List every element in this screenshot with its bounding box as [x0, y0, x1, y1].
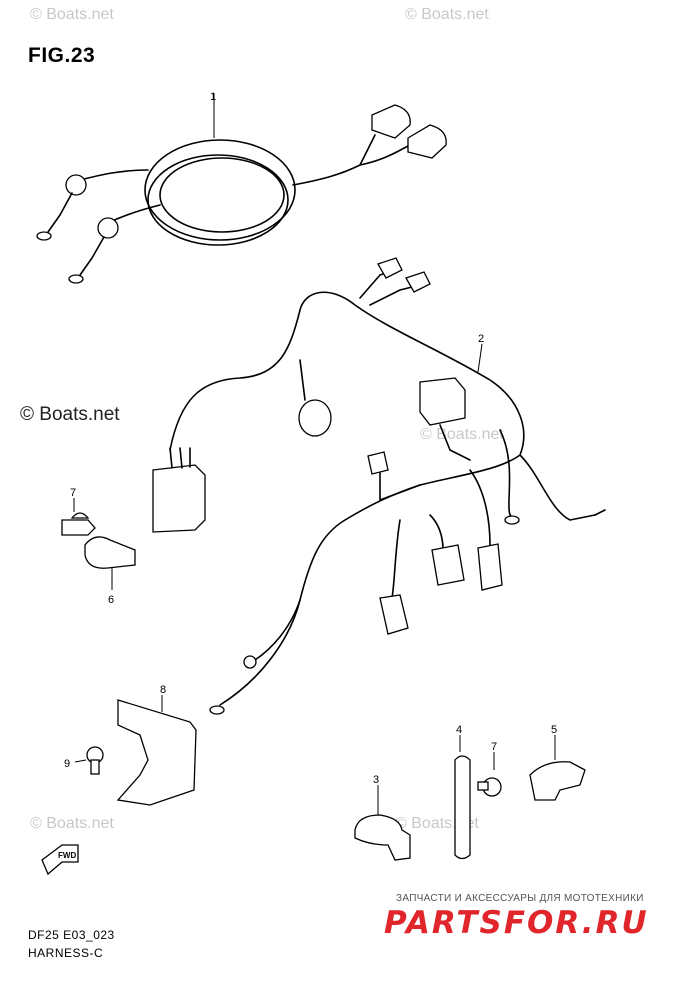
bracket-8-screw-9: [74, 695, 197, 806]
harness-1: [36, 93, 447, 284]
callout-2: 2: [478, 333, 484, 345]
clip-3: [354, 785, 411, 861]
callout-7b: 7: [491, 741, 497, 753]
watermark-center: © Boats.net: [20, 404, 120, 425]
watermark: © Boats.net: [30, 815, 114, 832]
clip-5: [529, 735, 586, 801]
callout-1: 1: [210, 91, 216, 103]
watermark: © Boats.net: [420, 426, 504, 443]
watermark: © Boats.net: [405, 6, 489, 23]
diagram-code: DF25 E03_023: [28, 928, 115, 942]
callout-4: 4: [456, 724, 462, 736]
callout-8: 8: [160, 684, 166, 696]
callout-3: 3: [373, 774, 379, 786]
store-tagline: ЗАПЧАСТИ И АКСЕССУАРЫ ДЛЯ МОТОТЕХНИКИ: [396, 893, 644, 904]
watermark: © Boats.net: [30, 6, 114, 23]
strap-4: [454, 735, 471, 860]
fwd-label: FWD: [58, 851, 76, 860]
store-logo: PARTSFOR.RU: [384, 905, 649, 941]
callout-7: 7: [70, 487, 76, 499]
bolt-7-second: [477, 752, 502, 797]
callout-5: 5: [551, 724, 557, 736]
harness-2: [152, 257, 606, 715]
callout-6: 6: [108, 594, 114, 606]
clamp-6-bolt-7: [61, 498, 136, 590]
figure-title: FIG.23: [28, 44, 96, 67]
diagram-name: HARNESS-C: [28, 946, 104, 960]
fwd-arrow-icon: FWD: [41, 844, 79, 876]
callout-9: 9: [64, 758, 70, 770]
